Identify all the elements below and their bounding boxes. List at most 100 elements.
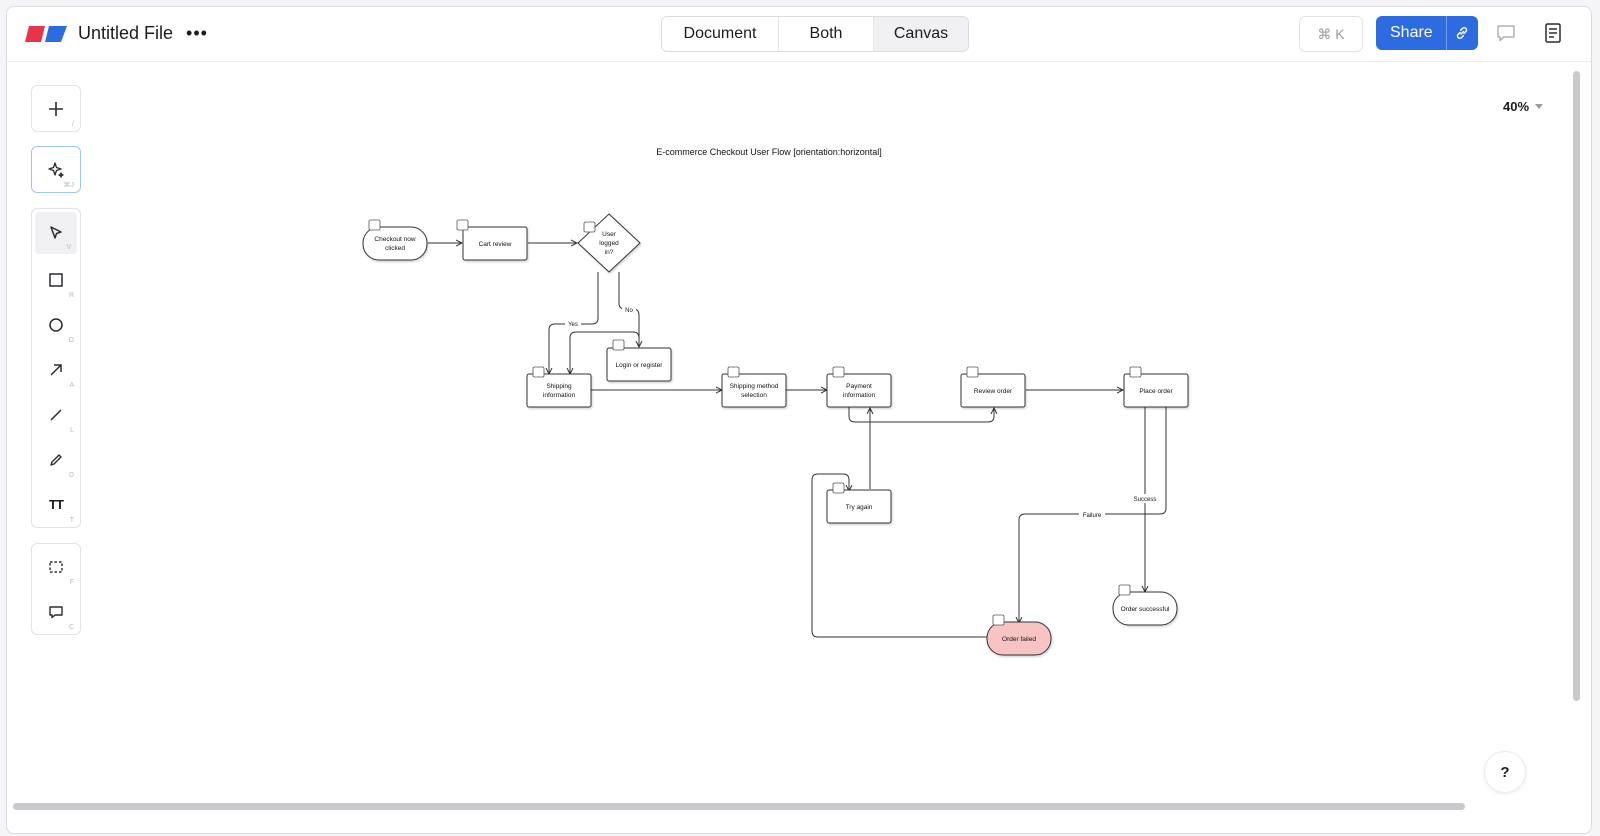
failure-label-bg — [1079, 510, 1105, 519]
node-login-text: Login or register — [616, 362, 664, 369]
command-palette-button[interactable]: ⌘ K — [1299, 16, 1363, 52]
select-tool[interactable]: V — [35, 212, 77, 254]
node-try-again-text: Try again — [846, 504, 873, 511]
comment-icon — [49, 605, 63, 618]
node-shipping-method[interactable]: Shipping method selection — [721, 366, 787, 408]
diagram-title: E-commerce Checkout User Flow [orientati… — [656, 147, 882, 157]
node-shipping[interactable]: Shipping information — [526, 366, 592, 408]
node-try-again[interactable]: Try again — [826, 482, 892, 524]
node-method-line2: selection — [741, 392, 767, 399]
pencil-shortcut: D — [68, 472, 74, 479]
node-decision-line2: logged — [599, 240, 619, 247]
comment-tool[interactable]: C — [32, 589, 80, 634]
ellipse-shortcut: O — [68, 337, 74, 344]
pencil-icon — [50, 453, 62, 466]
frame-shortcut: F — [69, 579, 74, 586]
document-outline-icon[interactable] — [1541, 21, 1565, 45]
share-button[interactable]: Share — [1376, 16, 1478, 50]
app-logo[interactable] — [25, 26, 67, 42]
view-mode-toggle: Document Both Canvas — [661, 16, 969, 52]
misc-tool-group: F C — [31, 543, 81, 635]
line-icon — [50, 408, 62, 421]
ai-tool-group: ⌘J — [31, 146, 81, 193]
add-button[interactable]: / — [32, 86, 80, 131]
rectangle-tool[interactable]: R — [32, 257, 80, 302]
node-cart-text: Cart review — [479, 241, 512, 248]
flow-diagram: E-commerce Checkout User Flow [orientati… — [362, 147, 1189, 656]
ai-shortcut: ⌘J — [63, 182, 75, 189]
rectangle-icon — [49, 272, 63, 287]
node-review[interactable]: Review order — [960, 366, 1026, 408]
zoom-control[interactable]: 40% — [1503, 99, 1544, 114]
view-both-tab[interactable]: Both — [779, 17, 874, 51]
file-title[interactable]: Untitled File — [78, 23, 174, 43]
help-button[interactable]: ? — [1484, 751, 1526, 793]
text-shortcut: T — [69, 517, 74, 524]
more-options-button[interactable]: ••• — [186, 22, 208, 43]
edge-label-no: No — [625, 308, 633, 314]
chevron-down-icon — [1535, 104, 1544, 109]
vertical-scrollbar[interactable] — [1573, 71, 1580, 701]
node-checkout-line2: clicked — [385, 245, 405, 252]
sparkles-icon — [48, 161, 64, 178]
node-place[interactable]: Place order — [1123, 366, 1189, 408]
node-decision-line1: User — [602, 231, 617, 238]
node-failed[interactable]: Order failed — [986, 614, 1052, 656]
zoom-level: 40% — [1503, 99, 1530, 114]
share-divider — [1445, 16, 1447, 50]
node-decision-line3: in? — [605, 249, 614, 256]
add-tool-group: / — [31, 85, 81, 132]
diagram-edges — [428, 243, 1167, 638]
rectangle-shortcut: R — [68, 292, 74, 299]
node-shipping-line1: Shipping — [546, 383, 572, 390]
copy-link-icon[interactable] — [1447, 25, 1478, 41]
edge-label-yes: Yes — [568, 322, 578, 328]
node-review-text: Review order — [974, 388, 1013, 395]
edge-label-success: Success — [1134, 497, 1157, 503]
edge-failed-tryagain — [811, 473, 987, 638]
node-cart[interactable]: Cart review — [456, 219, 528, 261]
ai-assistant-button[interactable]: ⌘J — [32, 147, 80, 192]
circle-icon — [49, 317, 63, 332]
top-bar: Untitled File ••• Document Both Canvas ⌘… — [7, 7, 1591, 62]
draw-tool-group: V R O A L D TT T — [31, 208, 81, 528]
view-document-tab[interactable]: Document — [662, 17, 779, 51]
text-icon: TT — [49, 497, 64, 512]
node-failed-text: Order failed — [1002, 636, 1036, 643]
edge-label-failure: Failure — [1083, 513, 1102, 519]
node-login[interactable]: Login or register — [606, 339, 672, 382]
view-canvas-tab[interactable]: Canvas — [874, 17, 968, 51]
node-place-text: Place order — [1139, 388, 1173, 395]
plus-icon — [49, 101, 63, 116]
node-payment[interactable]: Payment information — [826, 366, 892, 408]
node-success[interactable]: Order successful — [1112, 584, 1178, 626]
frame-tool[interactable]: F — [32, 544, 80, 589]
yes-label-bg — [565, 319, 581, 328]
node-shipping-line2: information — [543, 392, 576, 399]
comments-icon[interactable] — [1494, 21, 1518, 45]
arrow-tool[interactable]: A — [32, 347, 80, 392]
app-window: Untitled File ••• Document Both Canvas ⌘… — [6, 6, 1592, 834]
horizontal-scrollbar[interactable] — [13, 803, 1465, 810]
no-label-bg — [622, 305, 636, 314]
cursor-icon — [50, 226, 62, 239]
select-shortcut: V — [66, 244, 71, 251]
share-label: Share — [1390, 24, 1433, 41]
node-success-text: Order successful — [1121, 606, 1170, 613]
node-checkout-line1: Checkout now — [374, 236, 415, 243]
arrow-icon — [50, 363, 62, 376]
add-shortcut: / — [72, 121, 74, 128]
node-decision[interactable]: User logged in? — [577, 213, 641, 273]
edge-payment-review — [848, 406, 994, 423]
node-checkout[interactable]: Checkout now clicked — [362, 219, 428, 261]
node-method-line1: Shipping method — [730, 383, 779, 390]
node-payment-line2: information — [843, 392, 876, 399]
success-label-bg — [1131, 494, 1159, 503]
comment-shortcut: C — [68, 624, 74, 631]
node-payment-line1: Payment — [846, 383, 872, 390]
text-tool[interactable]: TT T — [32, 482, 80, 527]
line-tool[interactable]: L — [32, 392, 80, 437]
ellipse-tool[interactable]: O — [32, 302, 80, 347]
pencil-tool[interactable]: D — [32, 437, 80, 482]
edge-login-shipping — [570, 331, 640, 374]
